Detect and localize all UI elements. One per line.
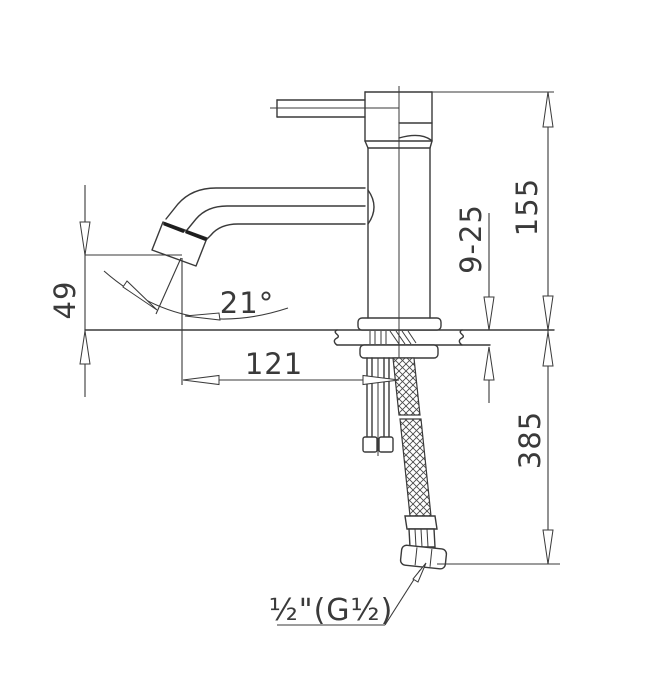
- aerator-seam: [163, 222, 185, 233]
- counter-deck: [84, 329, 555, 346]
- dimension-155-385: [432, 91, 560, 565]
- hose-ferrule: [404, 515, 438, 530]
- dimension-9-25: [483, 213, 495, 403]
- angle-annotation-21: [103, 257, 289, 321]
- handle-lever: [270, 99, 399, 118]
- flex-hose: [392, 357, 448, 570]
- faucet-body: [364, 91, 433, 319]
- supply-pipes: [362, 357, 394, 456]
- dim-outlet-angle-text: 21°: [220, 286, 274, 320]
- pipe-end-cap: [362, 436, 378, 453]
- dim-total-height-text: 155: [510, 178, 544, 236]
- dimension-121: [181, 258, 400, 386]
- dim-spout-height-text: 49: [48, 281, 82, 320]
- spout: [151, 187, 366, 267]
- threaded-shank: [369, 330, 417, 345]
- spout-joint-fillet: [367, 189, 375, 225]
- hose-fitting-ridges: [408, 528, 436, 548]
- thread-label-leader: [277, 562, 427, 626]
- break-symbol-right: [458, 329, 464, 346]
- thread-size-label: ½"(G½): [269, 593, 394, 628]
- dim-hose-length-text: 385: [513, 411, 547, 469]
- dim-spout-reach-text: 121: [245, 347, 303, 381]
- break-symbol-left: [333, 329, 339, 346]
- pipe-end-cap: [378, 436, 394, 453]
- handle-base-slant: [398, 134, 432, 141]
- dimension-49: [79, 185, 182, 397]
- aerator-seam: [185, 230, 207, 241]
- dim-deck-thickness-text: 9-25: [454, 204, 488, 274]
